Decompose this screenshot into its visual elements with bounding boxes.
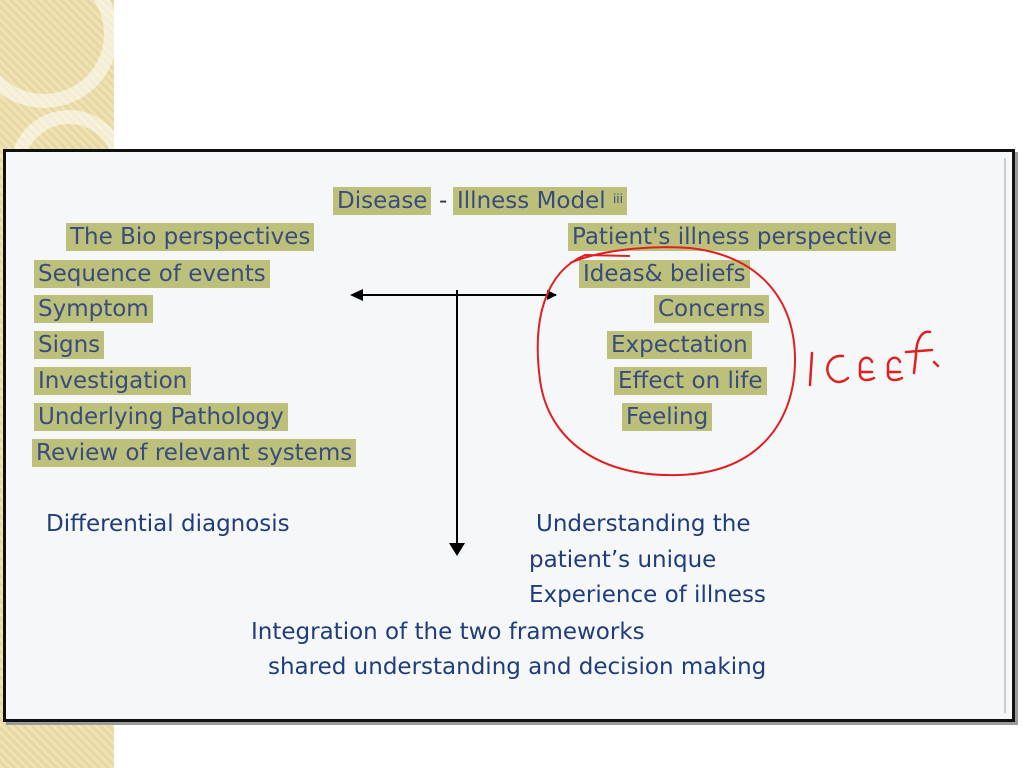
right-header: Patient's illness perspective [568,223,896,251]
right-item: Feeling [622,403,713,431]
left-header: The Bio perspectives [66,223,315,251]
right-item: Concerns [654,295,770,323]
right-outcome-line: Experience of illness [529,582,766,608]
title-dash: - [439,188,448,214]
right-outcome-line: patient’s unique [529,547,717,573]
right-item: Expectation [607,331,752,359]
left-item: Investigation [34,367,192,395]
down-arrow-head [449,543,465,556]
left-item: Signs [34,331,105,359]
title-disease: Disease [333,187,432,215]
handwritten-iceef-icon [808,330,940,387]
integration-line2: shared understanding and decision making [268,654,767,680]
title-superscript: iii [612,192,623,206]
right-item: Ideas& beliefs [579,260,750,288]
left-item: Review of relevant systems [32,439,357,467]
title-illness-model: Illness Model iii [453,187,627,215]
left-item: Sequence of events [34,260,270,288]
left-outcome: Differential diagnosis [46,511,290,537]
integration-line1: Integration of the two frameworks [251,619,645,645]
right-item: Effect on life [614,367,767,395]
double-arrow-left-head [350,289,363,301]
right-outcome-line: Understanding the [536,511,751,537]
left-item: Underlying Pathology [34,403,288,431]
left-item: Symptom [34,295,153,323]
title-illness-model-text: Illness Model [457,188,606,214]
frame-inner-edge [1004,158,1006,713]
red-circle-annotation [536,246,797,477]
